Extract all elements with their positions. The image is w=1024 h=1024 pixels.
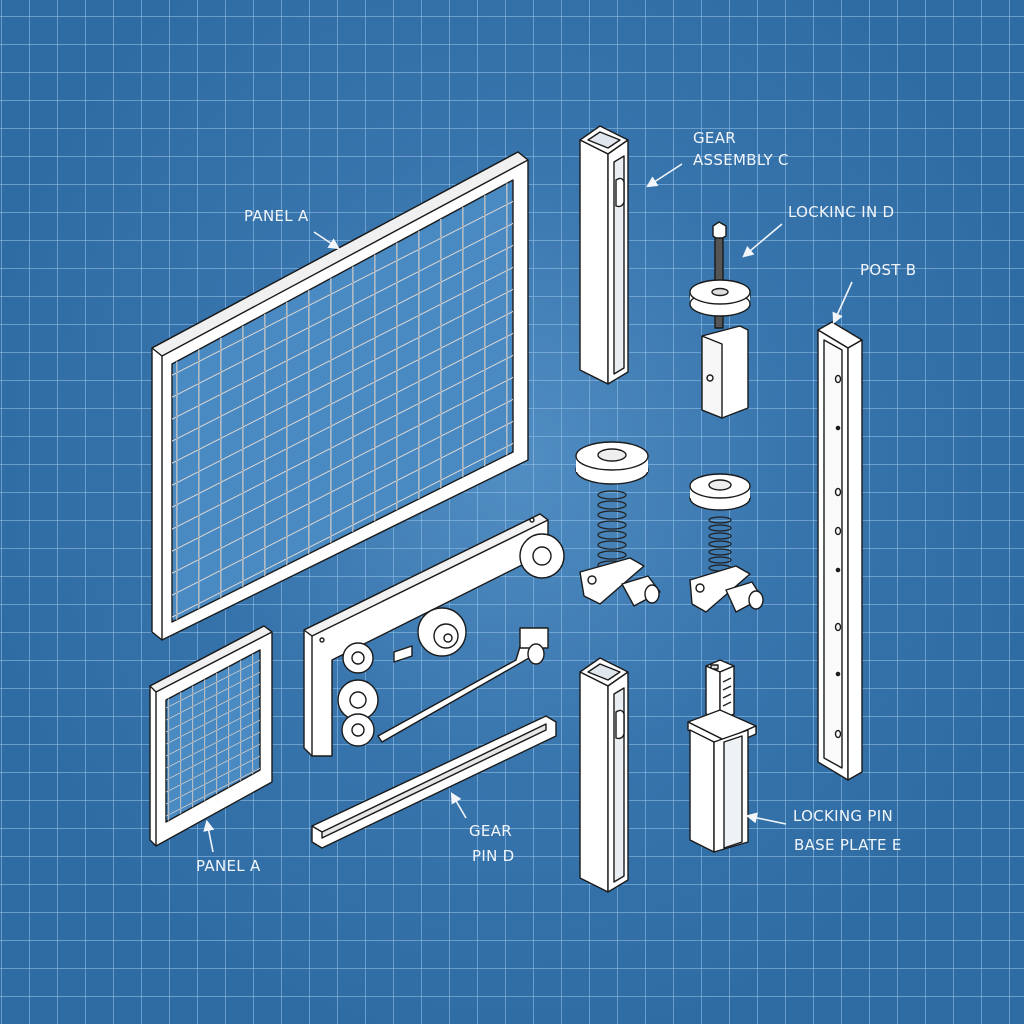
locking-pin-d (689, 221, 751, 419)
label-gear-assembly-c-line1: GEAR (693, 129, 736, 147)
label-base-plate-e: BASE PLATE E (794, 836, 902, 854)
spring-gear-assembly-2 (689, 473, 764, 613)
label-post-b: POST B (860, 261, 917, 279)
label-gear-pin-d-line1: GEAR (469, 822, 512, 840)
panel-a-small (149, 625, 273, 847)
spring-gear-assembly-1 (575, 441, 661, 607)
label-panel-a-bottom: PANEL A (196, 857, 261, 875)
label-panel-a-top: PANEL A (244, 207, 309, 225)
panel-a-large (151, 151, 529, 641)
post-lower (579, 657, 629, 893)
gear-frame-assembly (303, 513, 565, 757)
post-upper (579, 125, 629, 385)
u-channel-rail (311, 715, 557, 849)
leader-arrows (203, 163, 853, 853)
label-locking-pin: LOCKING PIN (793, 807, 893, 825)
label-gear-assembly-c-line2: ASSEMBLY C (693, 151, 789, 169)
post-b (817, 321, 863, 781)
label-locking-pin-d: LOCKINC IN D (788, 203, 895, 221)
label-gear-pin-d-line2: PIN D (472, 847, 515, 865)
base-plate-e (687, 659, 757, 853)
